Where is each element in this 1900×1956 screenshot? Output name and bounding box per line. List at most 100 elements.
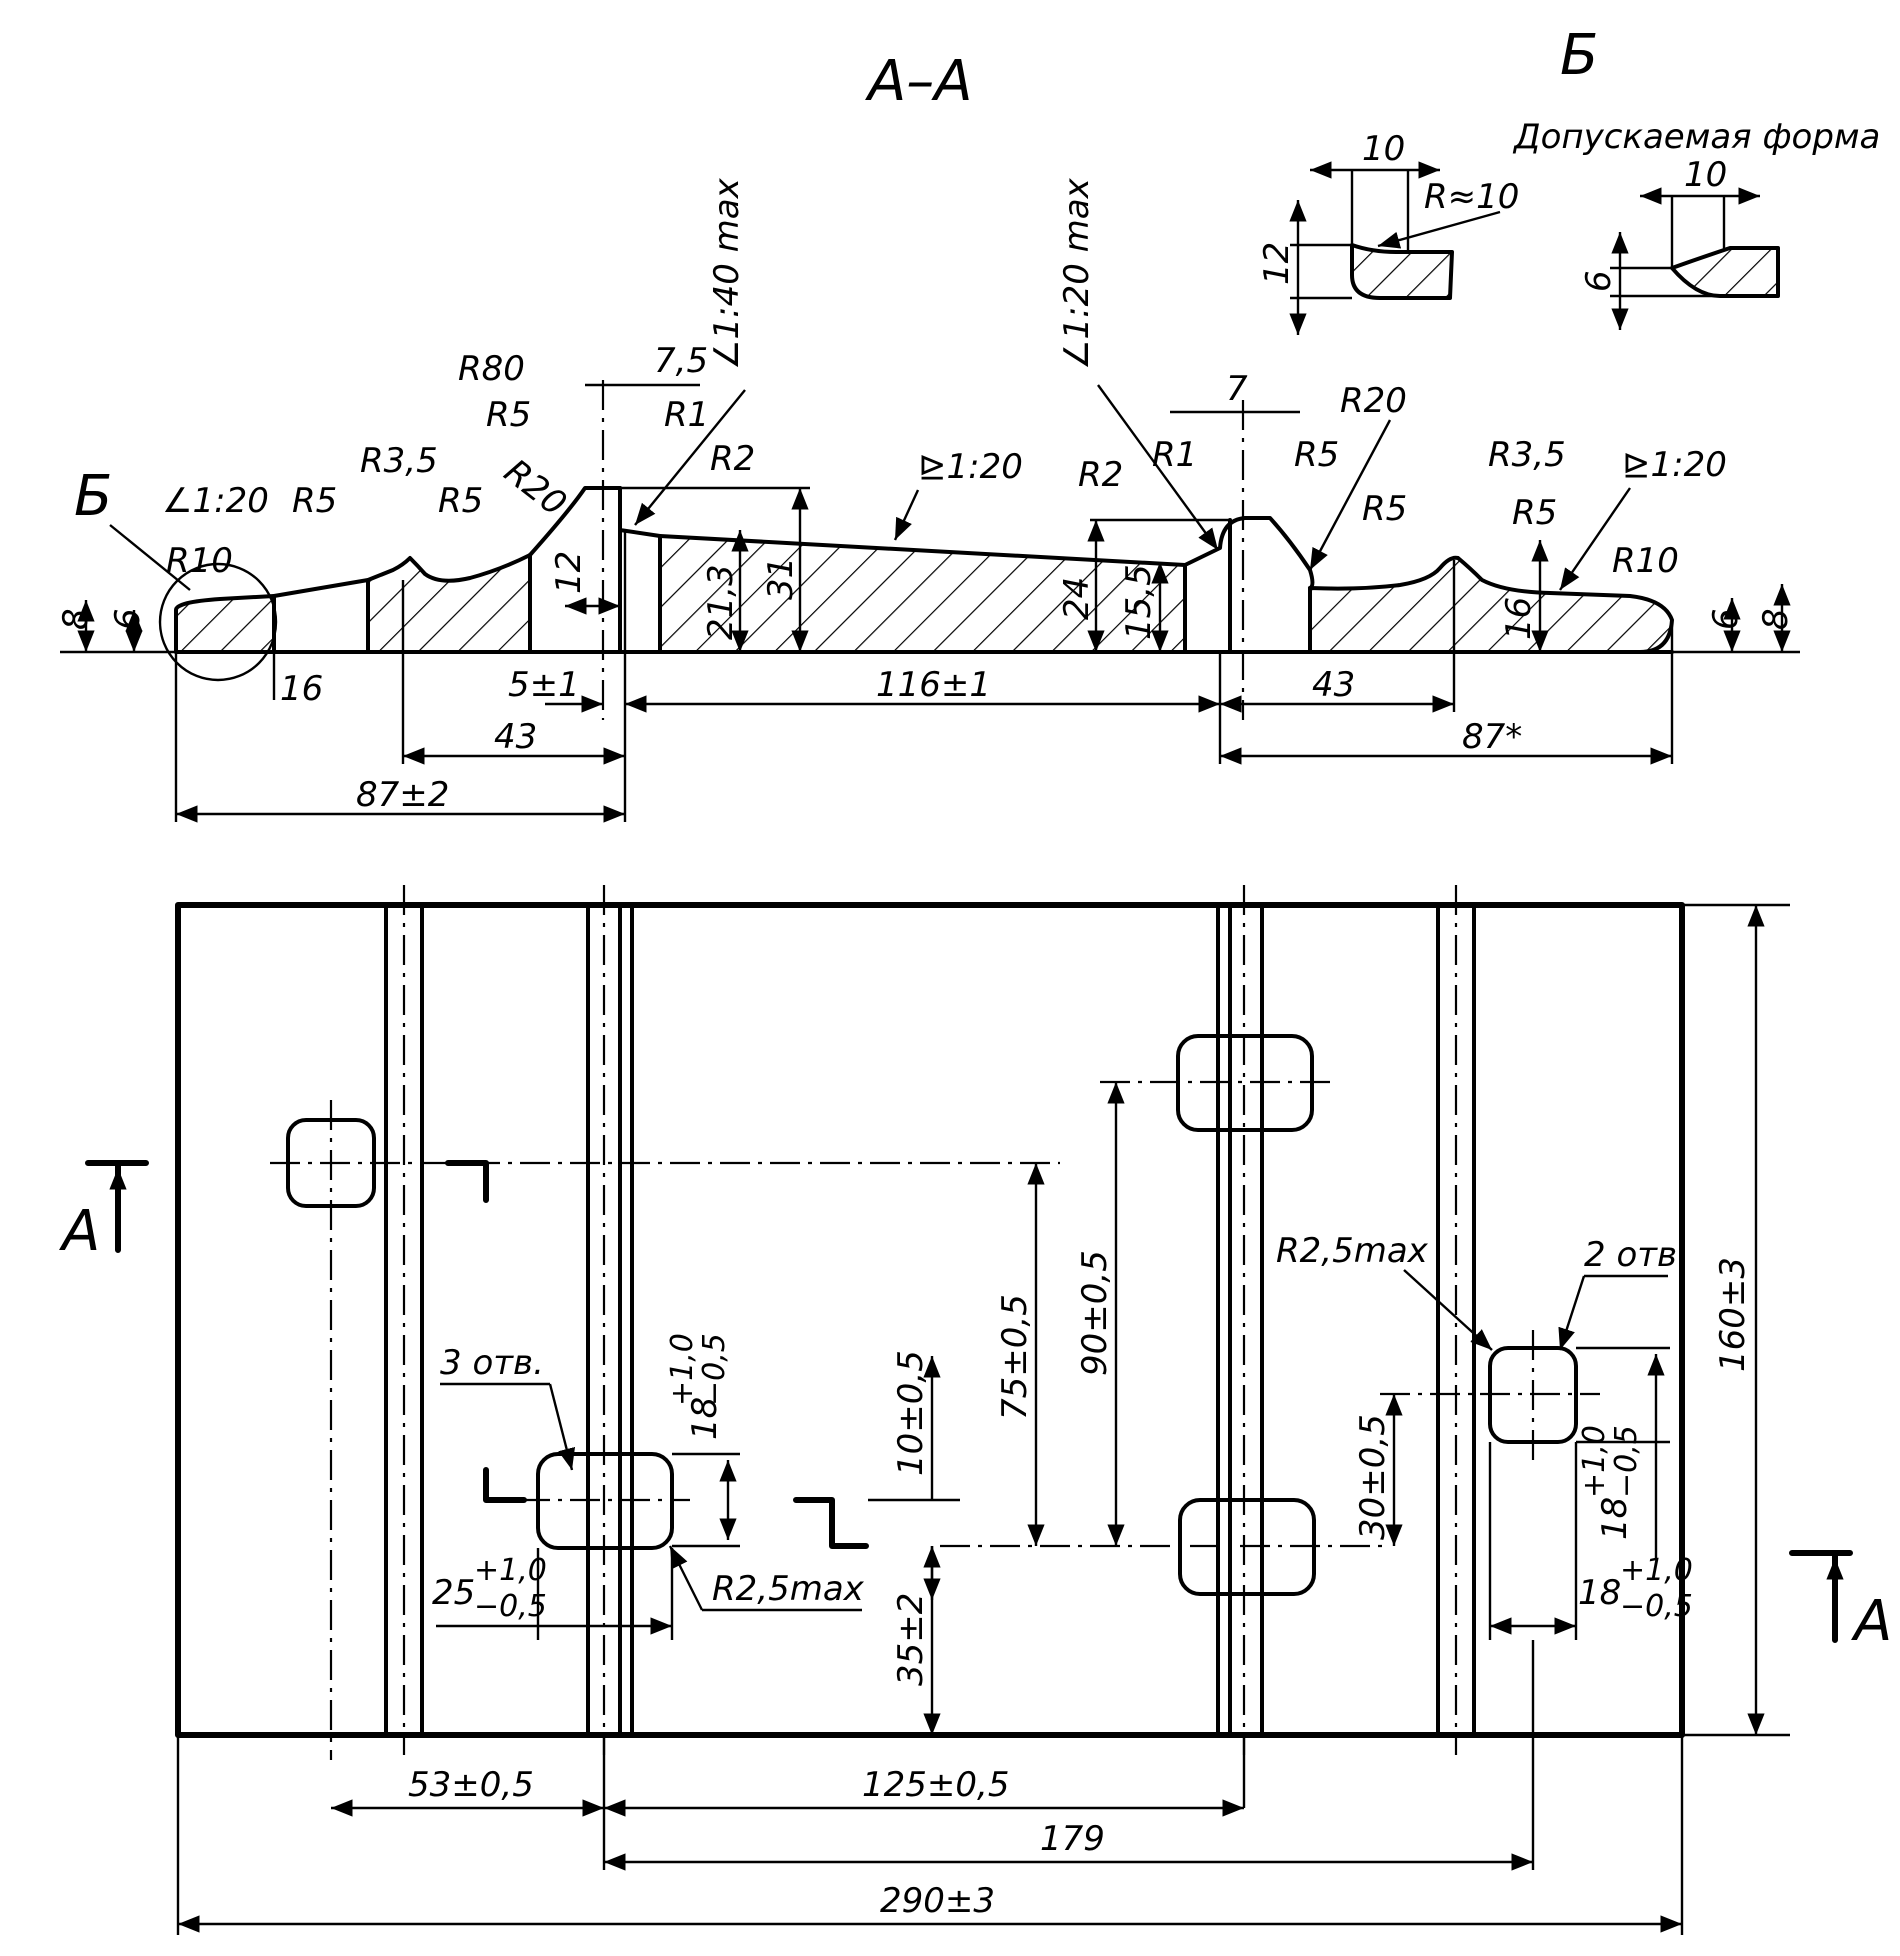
r3-5-right-label: R3,5 xyxy=(1488,435,1566,475)
holes-3-label: 3 отв. xyxy=(440,1343,544,1383)
tol-18-r-v-up: +1,0 xyxy=(1577,1425,1612,1498)
dim-30: 30±0,5 xyxy=(1353,1414,1393,1540)
profile-outline xyxy=(174,486,1674,654)
r1-left-label: R1 xyxy=(664,395,709,435)
section-cut-3 xyxy=(793,1497,869,1549)
slope-1-40-leader xyxy=(634,389,746,526)
dim-18-r-h: 18 xyxy=(1578,1573,1621,1613)
tol-18-r-v-dn: −0,5 xyxy=(1609,1425,1644,1498)
detail-b1-r-leader xyxy=(1377,210,1501,249)
detail-b-leader xyxy=(109,524,191,591)
r3-5-left-label: R3,5 xyxy=(360,441,438,481)
r20-right-leader xyxy=(1308,419,1392,571)
slope-1-40-label: ∠1:40 max xyxy=(707,177,747,370)
dim-18-left: 18 xyxy=(685,1397,725,1440)
holes-3-leader xyxy=(548,1383,576,1471)
dim-7-5-label: 7,5 xyxy=(654,341,708,381)
detail-b1-r10: R≈10 xyxy=(1424,177,1519,217)
detail-b-callout-circle xyxy=(158,562,278,682)
r5-a-label: R5 xyxy=(292,481,337,521)
section-label-right: А xyxy=(1851,1589,1892,1654)
r5-f-label: R5 xyxy=(1512,493,1557,533)
detail-b1-dim-10: 10 xyxy=(1362,129,1405,169)
dim-87-right-label: 87* xyxy=(1462,717,1522,757)
r10-right-label: R10 xyxy=(1612,541,1679,581)
r5-b-label: R5 xyxy=(438,481,483,521)
dim-35: 35±2 xyxy=(891,1593,931,1686)
r2-5-right-label: R2,5max xyxy=(1276,1231,1429,1271)
slope-mid-label: ⊵1:20 xyxy=(918,447,1023,487)
r5-d-label: R5 xyxy=(1294,435,1339,475)
r5-e-label: R5 xyxy=(1362,489,1407,529)
section-cut-2 xyxy=(483,1467,527,1503)
r2-5-left-leader xyxy=(668,1545,704,1611)
detail-b-shape-2 xyxy=(1670,246,1780,298)
plate-outline xyxy=(175,902,1685,1738)
dim-15-5-label: 15,5 xyxy=(1119,564,1159,640)
r2-left-label: R2 xyxy=(710,439,755,479)
dim-8-left: 8 xyxy=(56,608,96,630)
slope-mid-leader xyxy=(893,489,920,541)
detail-b: Б Допускаемая форма 12 10 R≈10 6 10 xyxy=(1257,23,1880,335)
profile-left-flange xyxy=(366,553,532,654)
tol-18-left-dn: −0,5 xyxy=(697,1333,732,1406)
slope-right-label: ⊵1:20 xyxy=(1622,445,1727,485)
dim-24-label: 24 xyxy=(1057,577,1097,620)
r20-left-label: R20 xyxy=(496,452,573,525)
dim-53: 53±0,5 xyxy=(408,1765,534,1805)
dim-7-label: 7 xyxy=(1226,369,1248,409)
r2-right-label: R2 xyxy=(1078,455,1123,495)
dim-43-left-label: 43 xyxy=(494,717,537,757)
dim-21-3-label: 21,3 xyxy=(701,564,741,640)
tol-25-up: +1,0 xyxy=(474,1553,547,1588)
dim-125: 125±0,5 xyxy=(862,1765,1009,1805)
dim-12-label: 12 xyxy=(549,551,589,594)
dim-16-left-label: 16 xyxy=(280,669,323,709)
holes-2-label: 2 отв. xyxy=(1584,1235,1688,1275)
tol-25-dn: −0,5 xyxy=(474,1589,547,1624)
dim-6-left: 6 xyxy=(108,608,148,630)
detail-b2-dim-6: 6 xyxy=(1579,270,1619,292)
profile-right-flange xyxy=(1308,555,1674,654)
rib-lines xyxy=(384,885,1476,1755)
r20-right-label: R20 xyxy=(1340,381,1407,421)
dim-160: 160±3 xyxy=(1713,1257,1753,1372)
r2-5-left-label: R2,5max xyxy=(712,1569,865,1609)
dim-18-r-v: 18 xyxy=(1595,1497,1635,1540)
tol-18-left-up: +1,0 xyxy=(665,1333,700,1406)
dim-116-label: 116±1 xyxy=(876,665,991,705)
tol-18-r-h-dn: −0,5 xyxy=(1620,1589,1693,1624)
plan-view: А А 3 отв. 2 отв. R2,5max R2,5max 18 +1,… xyxy=(59,885,1892,1935)
detail-b-shape-1 xyxy=(1350,243,1454,300)
section-label-left: А xyxy=(59,1199,100,1264)
dim-10: 10±0,5 xyxy=(891,1350,931,1476)
slope-1-20-label: ∠1:20 max xyxy=(1057,177,1097,370)
slope-1-20-leader xyxy=(1097,384,1219,551)
detail-b1-dim-12: 12 xyxy=(1257,242,1297,285)
slope-right-leader xyxy=(1559,487,1631,591)
dim-16-right-label: 16 xyxy=(1499,597,1539,640)
dim-31-label: 31 xyxy=(761,557,801,600)
dim-290: 290±3 xyxy=(880,1881,995,1921)
dim-43-right-label: 43 xyxy=(1312,665,1355,705)
dim-25: 25 xyxy=(432,1573,475,1613)
tol-18-r-h-up: +1,0 xyxy=(1620,1553,1693,1588)
slope-left-label: ∠1:20 xyxy=(162,481,269,521)
detail-b-title: Б xyxy=(1560,23,1598,88)
section-view: А–А Б 8 6 ∠1:20 R10 R5 R3,5 R5 R80 R5 R2 xyxy=(56,49,1800,823)
dim-5-label: 5±1 xyxy=(508,665,580,705)
dim-8-right: 8 xyxy=(1756,608,1796,630)
r5-c-label: R5 xyxy=(486,395,531,435)
r1-right-label: R1 xyxy=(1152,435,1197,475)
dim-179: 179 xyxy=(1040,1819,1105,1859)
dim-6-right: 6 xyxy=(1706,608,1746,630)
section-title: А–А xyxy=(865,49,973,114)
profile-left-end xyxy=(174,594,276,654)
r10-left-label: R10 xyxy=(166,541,233,581)
dim-75: 75±0,5 xyxy=(995,1294,1035,1420)
detail-b2-dim-10: 10 xyxy=(1684,155,1727,195)
section-cut-1 xyxy=(445,1160,489,1203)
dim-90: 90±0,5 xyxy=(1075,1250,1115,1376)
section-mark-right xyxy=(1789,1550,1853,1643)
